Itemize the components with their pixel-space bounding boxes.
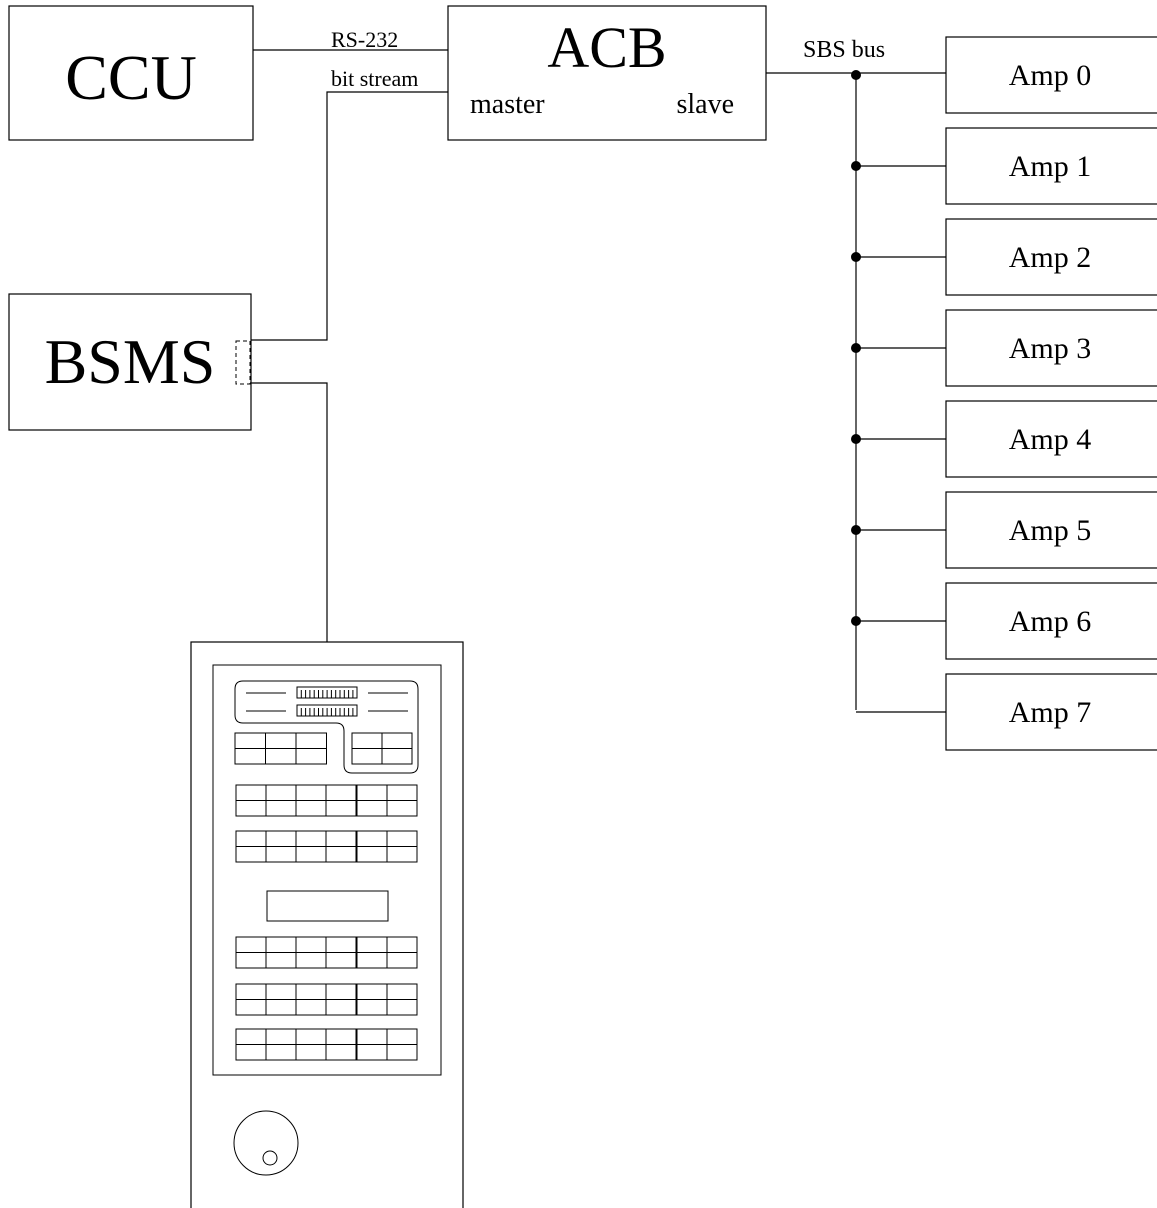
amp-label: Amp 5: [1009, 514, 1092, 547]
amp-box: [945, 36, 1157, 114]
rs232-link: RS-232: [253, 27, 448, 52]
ccu-box: [8, 5, 254, 141]
bit-stream-link: bit stream: [250, 66, 448, 341]
key-grid: [234, 732, 327, 765]
key-grid: [356, 1028, 418, 1061]
amp-unit: Amp 6: [851, 582, 1157, 660]
bsms-label: BSMS: [45, 326, 216, 397]
amp-label: Amp 7: [1009, 696, 1092, 729]
keyboard-lcd: [266, 890, 389, 922]
amp-label: Amp 1: [1009, 150, 1092, 183]
key-grid: [235, 830, 357, 863]
amp-label: Amp 6: [1009, 605, 1092, 638]
keyboard-panel: [212, 664, 442, 1076]
amp-box: [945, 673, 1157, 751]
bus-junction-dot: [851, 434, 861, 444]
bsms-block: BSMS: [8, 293, 252, 431]
bus-junction-dot: [851, 343, 861, 353]
acb-slave-label: slave: [676, 89, 734, 120]
amp-box: [945, 218, 1157, 296]
bsms-port: [235, 340, 251, 385]
amp-box: [945, 400, 1157, 478]
keyboard-knob: [233, 1110, 299, 1176]
bus-junction-dot: [851, 616, 861, 626]
amp-box: [945, 491, 1157, 569]
acb-label: ACB: [547, 15, 666, 80]
bus-junction-dot: [851, 252, 861, 262]
amp-unit: Amp 1: [851, 127, 1157, 205]
ccu-block: CCU: [8, 5, 254, 141]
bsms-keyboard: [190, 641, 464, 1208]
sbs-bus-label: SBS bus: [803, 37, 885, 63]
acb-block: ACB master slave: [447, 5, 767, 141]
keyboard-knob-dimple: [262, 1150, 278, 1166]
amp-label: Amp 4: [1009, 423, 1092, 456]
amp-unit: Amp 5: [851, 491, 1157, 569]
key-grid: [235, 1028, 357, 1061]
sbs-bus: SBS bus: [766, 37, 946, 710]
ccu-label: CCU: [65, 42, 197, 113]
keyboard-cable: [250, 382, 328, 642]
key-grid: [235, 983, 357, 1016]
bus-junction-dot: [851, 70, 861, 80]
amp-unit: Amp 0: [851, 36, 1157, 114]
keyboard-display-window: [234, 680, 419, 774]
amp-label: Amp 2: [1009, 241, 1092, 274]
keyboard-housing: [190, 641, 464, 1208]
bit-stream-label: bit stream: [331, 66, 418, 91]
amp-label: Amp 3: [1009, 332, 1092, 365]
key-grid: [356, 830, 418, 863]
amp-unit: Amp 7: [856, 673, 1157, 751]
amp-label: Amp 0: [1009, 59, 1092, 92]
bus-junction-dot: [851, 525, 861, 535]
level-meters: [296, 686, 358, 717]
key-grid: [351, 732, 413, 765]
bit-stream-line: [250, 91, 448, 341]
bsms-box: [8, 293, 252, 431]
acb-master-label: master: [470, 89, 545, 120]
key-grid: [356, 983, 418, 1016]
keyboard-keys: [234, 732, 418, 1061]
amp-box: [945, 127, 1157, 205]
key-grid: [356, 936, 418, 969]
key-grid: [235, 936, 357, 969]
bus-junction-dot: [851, 161, 861, 171]
amplifier-list: Amp 0 Amp 1 Amp 2 Amp 3 Amp 4 Amp 5 Amp 6 Amp 7: [851, 36, 1157, 751]
amp-unit: Amp 4: [851, 400, 1157, 478]
acb-box: [447, 5, 767, 141]
key-grid: [356, 784, 418, 817]
amp-unit: Amp 3: [851, 309, 1157, 387]
amp-unit: Amp 2: [851, 218, 1157, 296]
rs232-label: RS-232: [331, 27, 398, 52]
key-grid: [235, 784, 357, 817]
amp-box: [945, 582, 1157, 660]
